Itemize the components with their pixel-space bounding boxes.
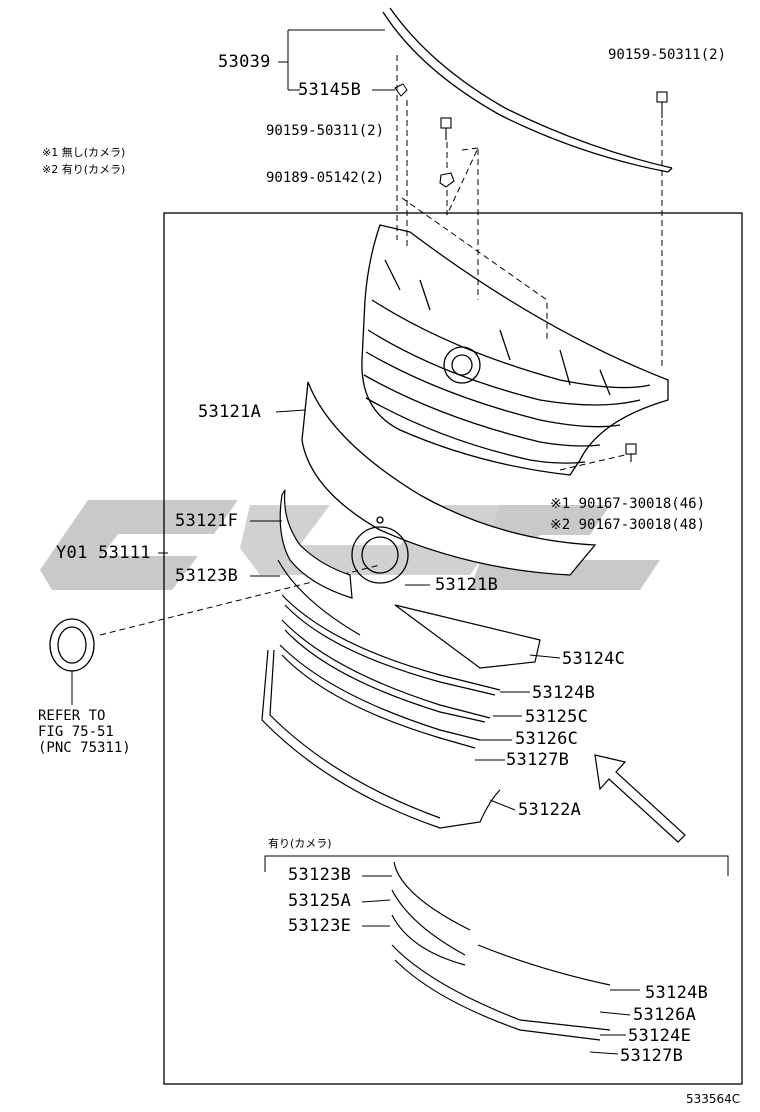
label-53111: Y01 53111 [56,543,151,563]
note-2: ※2 有り(カメラ) [42,163,126,176]
assembly-box [163,212,743,1085]
label-53123e: 53123E [288,916,352,936]
grille-bars [261,559,541,829]
label-53125c: 53125C [525,707,589,727]
direction-arrow [594,754,686,843]
note-1: ※1 無し(カメラ) [42,146,126,159]
label-90159-top: 90159-50311(2) [608,47,727,63]
clip-53145b [394,83,408,97]
label-53127b-bot: 53127B [620,1046,684,1066]
label-53124c: 53124C [562,649,626,669]
label-53124b-bot: 53124B [645,983,709,1003]
leader-lines [71,89,640,1055]
bolt-icons [439,91,668,462]
label-53121b: 53121B [435,575,499,595]
label-90167-48: ※2 90167-30018(48) [550,517,706,533]
molding-53039 [382,7,673,173]
label-53145b: 53145B [298,80,362,100]
label-53122a: 53122A [518,800,582,820]
emblem-75311 [49,618,95,672]
label-53124e: 53124E [628,1026,692,1046]
camera-group-caption: 有り(カメラ) [268,837,332,850]
label-53126a: 53126A [633,1005,697,1025]
part-53121f [279,489,353,599]
label-53123b-bot: 53123B [288,865,352,885]
grille-frame-53111 [361,224,669,476]
label-53039: 53039 [218,52,271,72]
figure-code: 533564C [686,1092,741,1106]
bracket-53039 [287,29,385,91]
camera-group-bracket [264,855,729,876]
label-53126c: 53126C [515,729,579,749]
emblem-ring-53121b [351,516,409,584]
label-53123b-top: 53123B [175,566,239,586]
refer-note: REFER TO FIG 75-51 (PNC 75311) [38,708,131,756]
label-90167-46: ※1 90167-30018(46) [550,496,706,512]
label-53124b-top: 53124B [532,683,596,703]
label-53127b-top: 53127B [506,750,570,770]
label-53121f: 53121F [175,511,239,531]
camera-variant-bars [391,861,611,1041]
label-90159-mid: 90159-50311(2) [266,123,385,139]
label-90189: 90189-05142(2) [266,170,385,186]
label-53125a: 53125A [288,891,352,911]
label-53121a: 53121A [198,402,262,422]
